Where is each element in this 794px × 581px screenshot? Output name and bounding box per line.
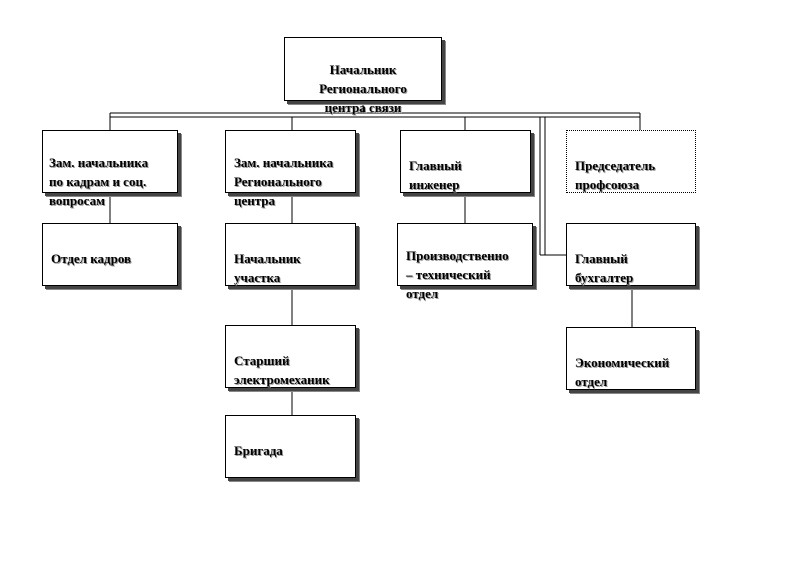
box-union-chairman: Председатель профсоюза [566,130,696,193]
brigade-label: Бригада [234,443,283,458]
box-deputy-regional: Зам. начальника Регионального центра [225,130,356,208]
box-section-head: Начальник участка [225,223,356,286]
economic-department-label: Экономический отдел [575,355,670,389]
chief-engineer-label: Главный инженер [409,158,462,192]
box-chief-engineer: Главный инженер [400,130,531,193]
box-hr-department: Отдел кадров [42,223,178,286]
hr-department-label: Отдел кадров [51,251,132,266]
box-economic-department: Экономический отдел [566,327,696,390]
box-deputy-hr: Зам. начальника по кадрам и соц. вопроса… [42,130,178,208]
senior-electromechanic-label: Старший электромеханик [234,353,330,387]
section-head-label: Начальник участка [234,251,301,285]
root-box-regional-center-head: Начальник Регионального центра связи [284,37,442,115]
union-chairman-label: Председатель профсоюза [575,158,656,192]
box-production-technical-department: Производственно – технический отдел [397,223,533,301]
root-label: Начальник Регионального центра связи [319,62,407,115]
box-senior-electromechanic: Старший электромеханик [225,325,356,388]
box-chief-accountant: Главный бухгалтер [566,223,696,286]
deputy-regional-label: Зам. начальника Регионального центра [234,155,334,208]
production-department-label: Производственно – технический отдел [406,248,509,301]
deputy-hr-label: Зам. начальника по кадрам и соц. вопроса… [49,155,149,208]
chief-accountant-label: Главный бухгалтер [575,251,634,285]
box-brigade: Бригада [225,415,356,478]
